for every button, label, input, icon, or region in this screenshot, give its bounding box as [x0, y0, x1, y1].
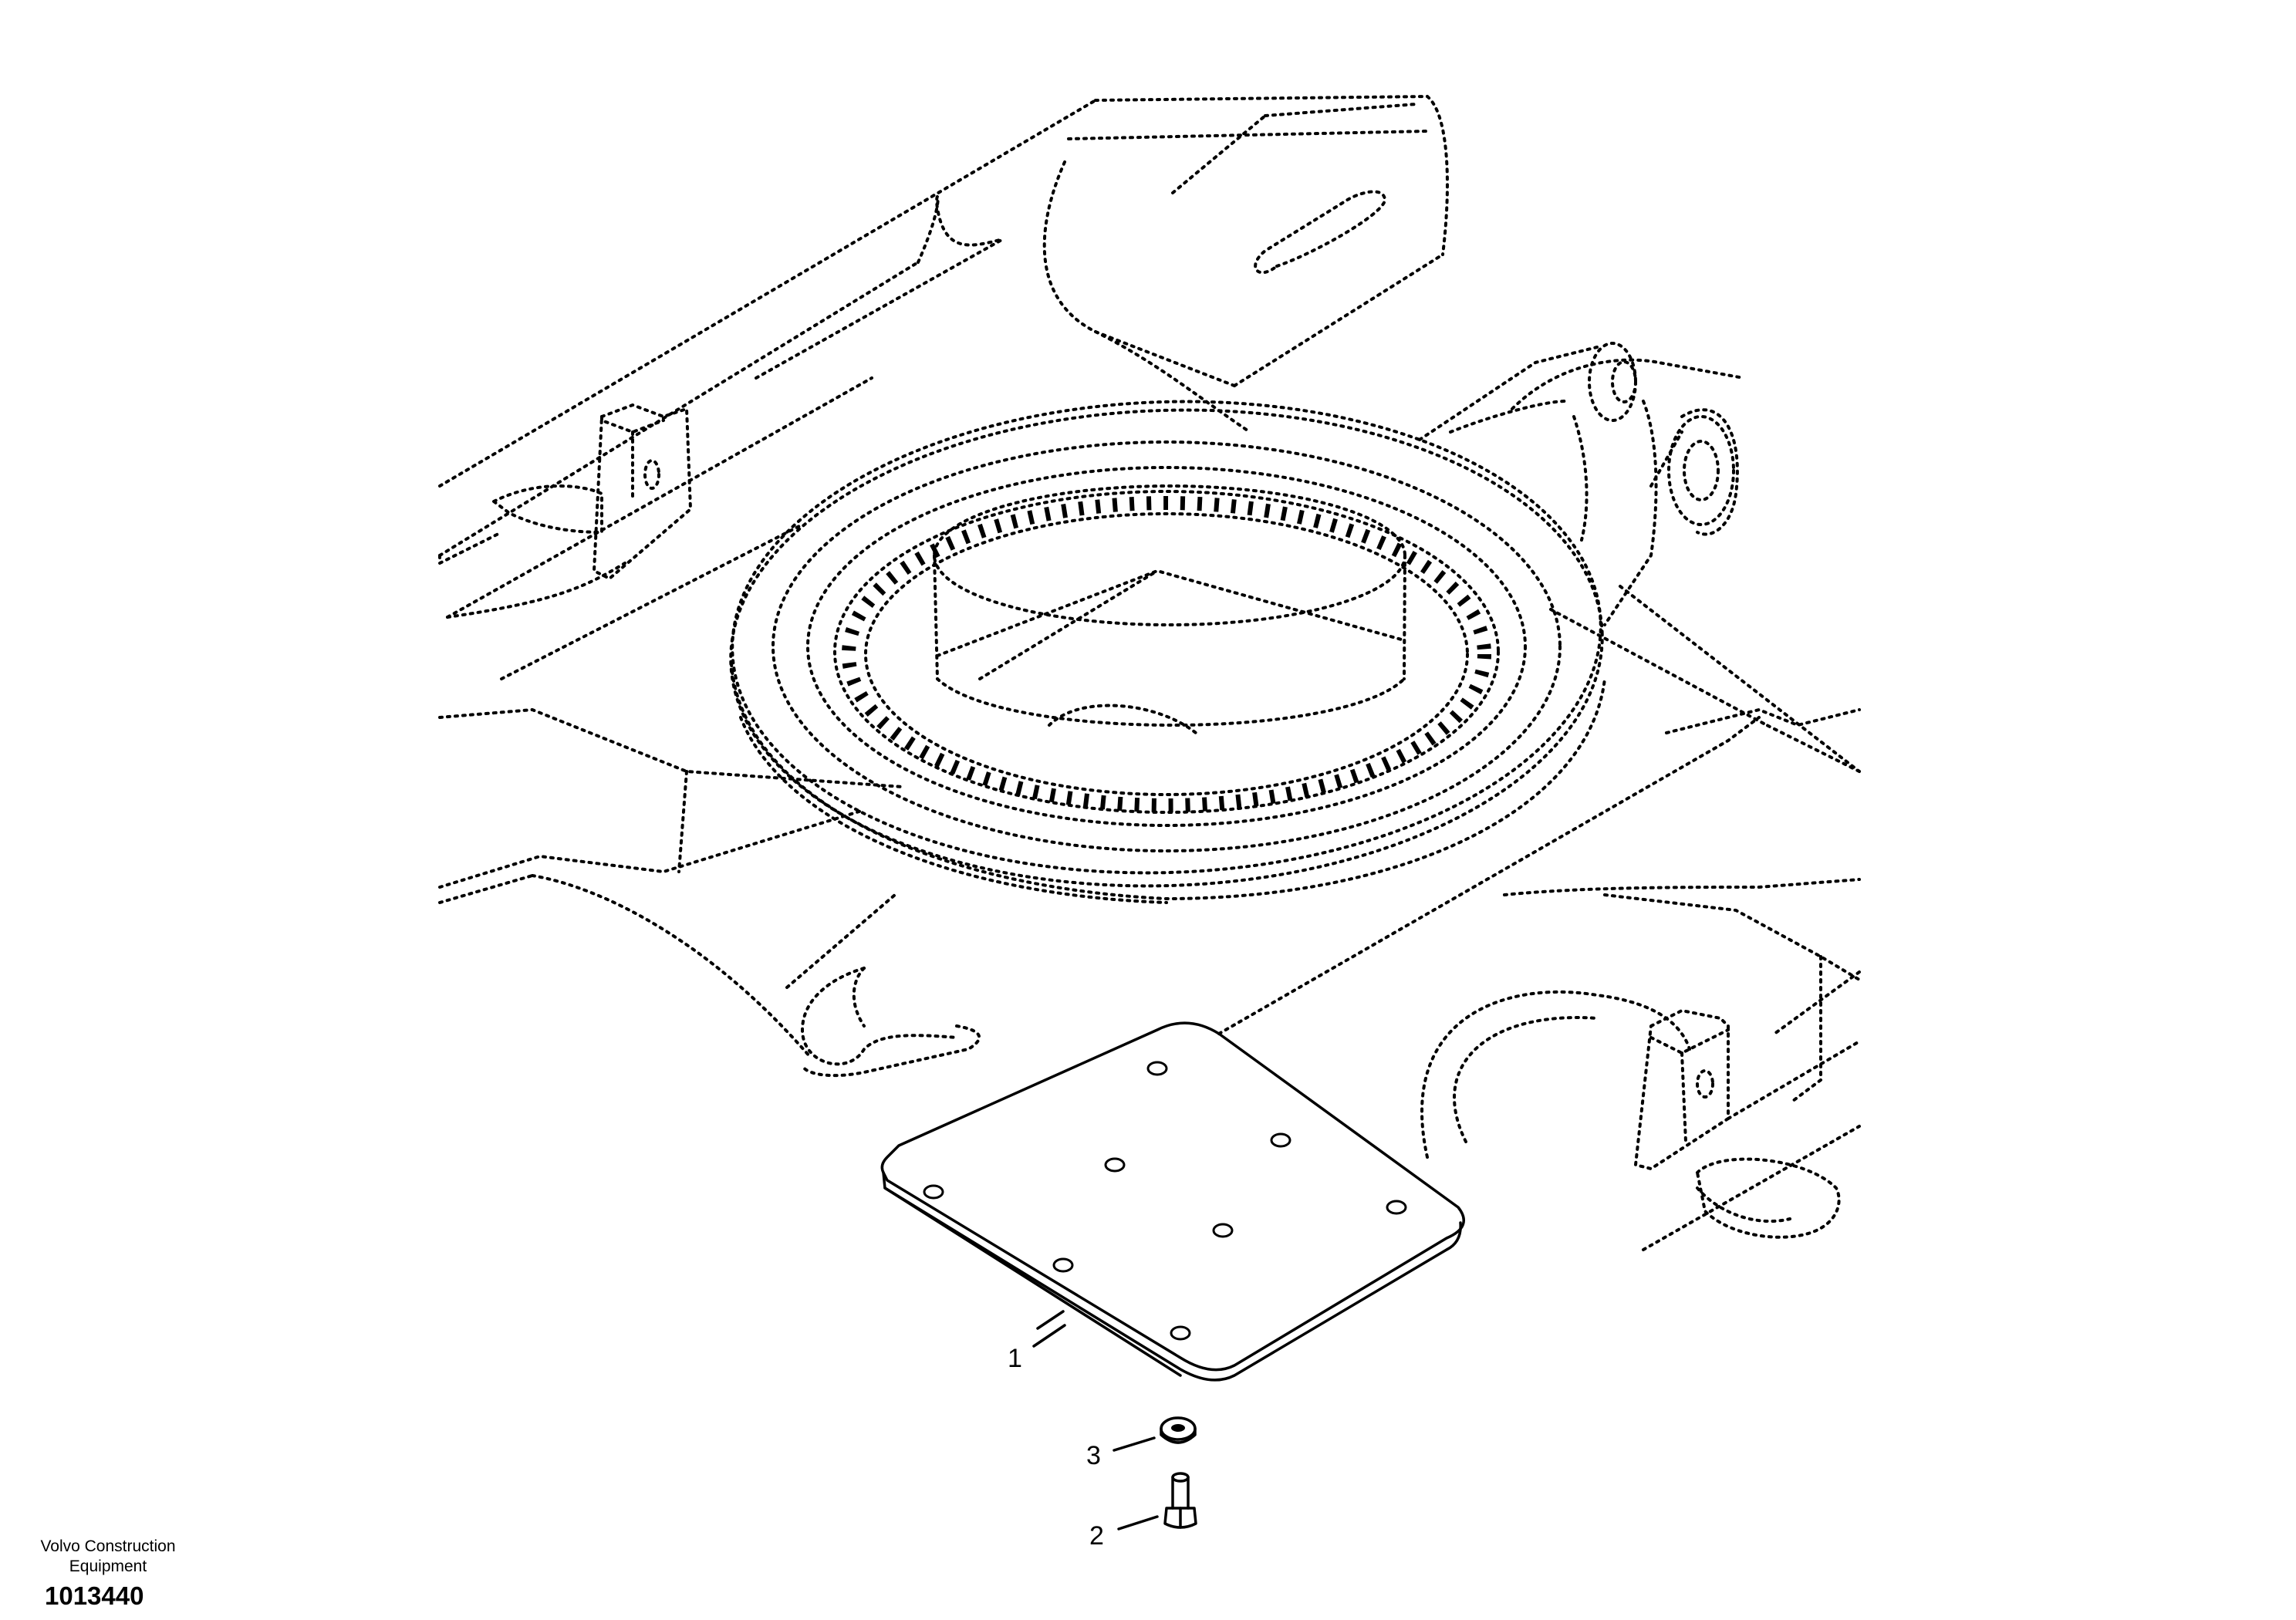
callout-3: 3	[1086, 1436, 1156, 1470]
callout-label-2: 2	[1089, 1521, 1104, 1551]
publisher-line-2: Equipment	[69, 1558, 147, 1575]
washer	[1160, 1416, 1197, 1444]
callout-1: 1	[1008, 1310, 1066, 1373]
drawing-number: 1013440	[45, 1581, 144, 1610]
cover-plate	[880, 1021, 1466, 1382]
slewing-ring	[729, 400, 1606, 904]
upper-frame-structure	[438, 95, 1861, 1251]
publisher-line-1: Volvo Construction	[40, 1537, 176, 1555]
callout-label-3: 3	[1086, 1441, 1101, 1470]
publisher-caption: Volvo Construction Equipment	[15, 1537, 201, 1577]
callout-2: 2	[1089, 1515, 1159, 1551]
callout-label-1: 1	[1008, 1344, 1022, 1373]
screw	[1163, 1472, 1197, 1529]
